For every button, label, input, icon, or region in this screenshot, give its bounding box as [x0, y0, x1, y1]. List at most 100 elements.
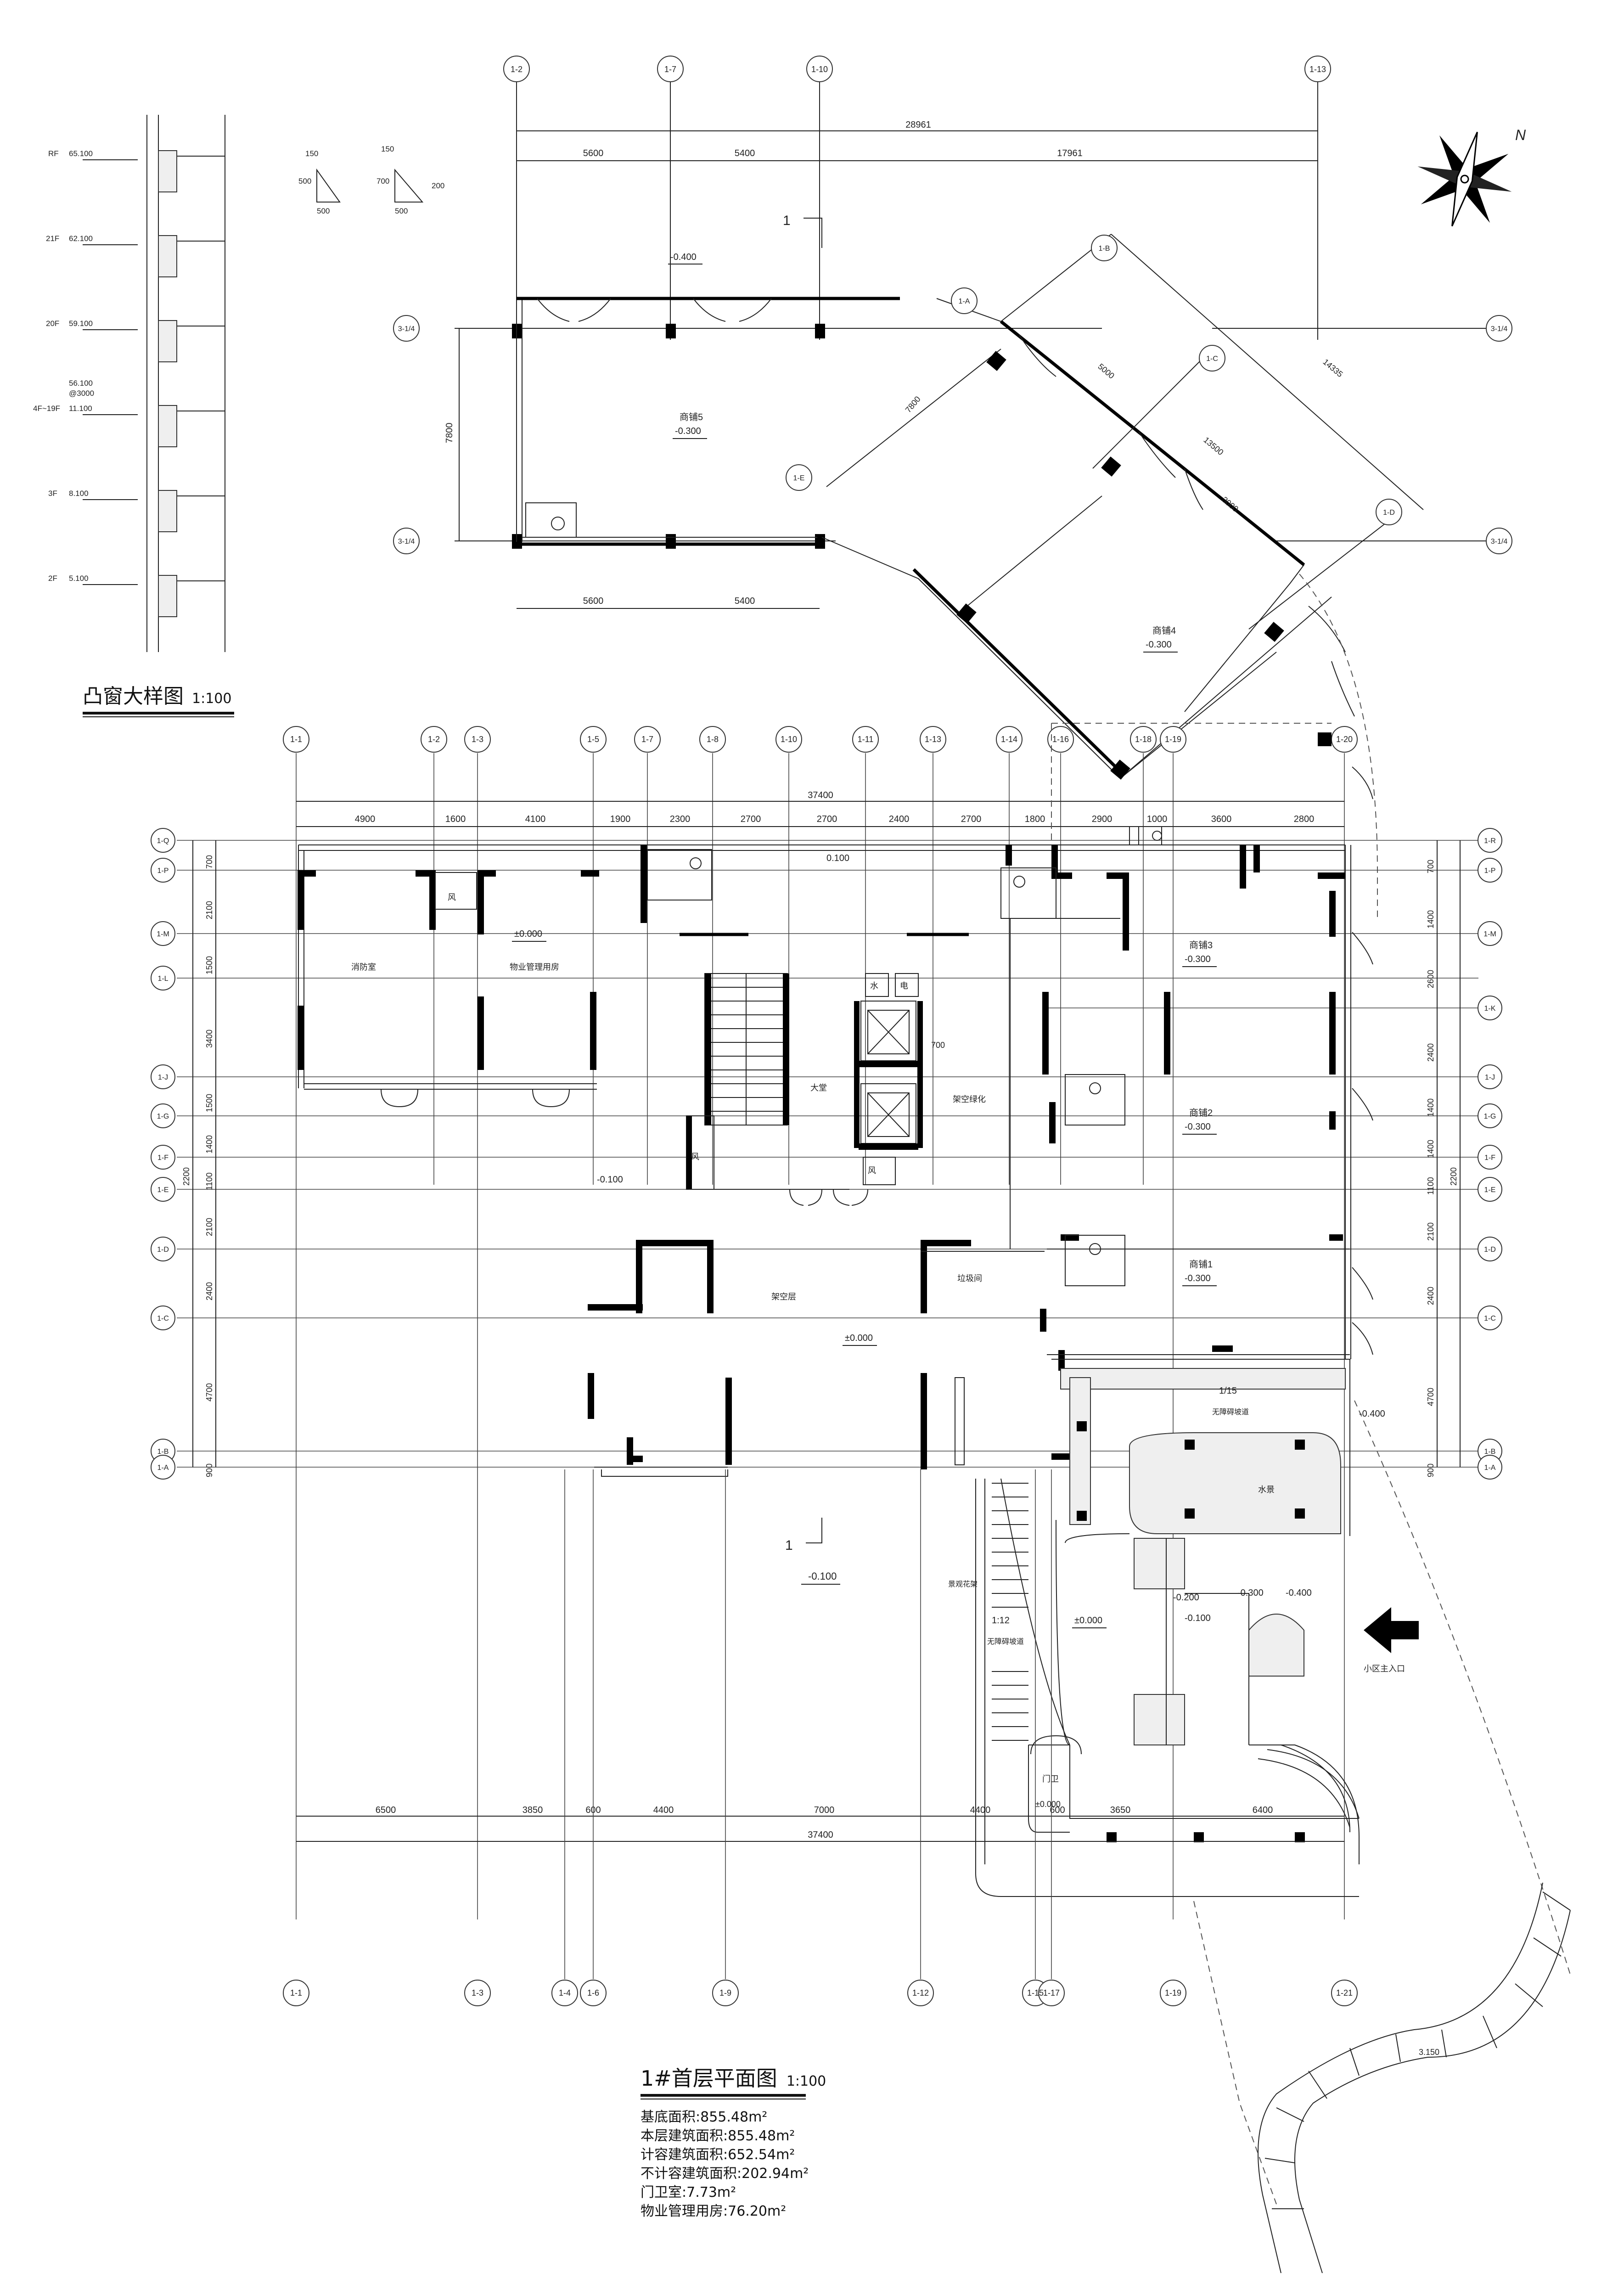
room-property: 物业管理用房: [510, 962, 559, 972]
svg-text:1-7: 1-7: [641, 735, 653, 744]
svg-text:1-4: 1-4: [559, 1988, 571, 1998]
svg-text:1-10: 1-10: [811, 65, 828, 74]
north-arrow-icon: [1417, 131, 1512, 227]
plan-title-underline: [641, 2094, 806, 2097]
detail-floor-20f: 20F: [46, 319, 59, 328]
svg-text:1100: 1100: [1426, 1177, 1435, 1195]
svg-text:6500: 6500: [376, 1805, 396, 1815]
level-c: -0.400: [1286, 1588, 1312, 1598]
level-top-corr: 0.100: [826, 853, 849, 863]
svg-text:2800: 2800: [1294, 814, 1315, 824]
svg-text:4400: 4400: [970, 1805, 991, 1815]
svg-text:7800: 7800: [904, 394, 922, 415]
stat-far-area: 计容建筑面积:652.54m²: [641, 2147, 795, 2163]
room-elec: 电: [900, 981, 908, 990]
stat-guard-room: 门卫室:7.73m²: [641, 2184, 736, 2200]
svg-text:3600: 3600: [1211, 814, 1232, 824]
room-hall: 大堂: [810, 1083, 827, 1092]
svg-text:1500: 1500: [205, 1094, 214, 1112]
room-property-level: ±0.000: [514, 929, 542, 939]
svg-text:5600: 5600: [583, 148, 604, 158]
svg-text:2300: 2300: [670, 814, 691, 824]
svg-text:1-E: 1-E: [157, 1186, 169, 1194]
svg-text:2200: 2200: [1449, 1167, 1458, 1186]
room-shop2: 商铺2: [1189, 1108, 1213, 1118]
level-d: -0.100: [1185, 1613, 1211, 1623]
detail-elev-4f19f: 11.100: [69, 404, 92, 413]
detail-elev-interval: @3000: [69, 389, 94, 398]
ramp2-slope: 1:12: [992, 1615, 1010, 1626]
svg-text:2700: 2700: [961, 814, 982, 824]
svg-text:1-2: 1-2: [428, 735, 440, 744]
svg-text:2100: 2100: [205, 901, 214, 919]
svg-text:1-F: 1-F: [157, 1154, 169, 1162]
room-water: 水: [870, 981, 878, 990]
stat-floor-area: 本层建筑面积:855.48m²: [641, 2128, 795, 2144]
svg-text:1-19: 1-19: [1165, 735, 1181, 744]
svg-text:1-3: 1-3: [472, 735, 483, 744]
svg-text:1-2: 1-2: [511, 65, 523, 74]
svg-text:500: 500: [317, 207, 330, 215]
svg-text:150: 150: [305, 149, 318, 158]
detail-title-underline-thin: [83, 716, 234, 717]
svg-text:2700: 2700: [817, 814, 837, 824]
svg-text:1-C: 1-C: [157, 1315, 169, 1322]
plan-scale: 1:100: [786, 2073, 826, 2089]
level-b: -0.300: [1237, 1588, 1264, 1598]
room-guard-level: ±0.000: [1035, 1800, 1061, 1809]
svg-text:1-L: 1-L: [157, 975, 168, 983]
svg-text:14335: 14335: [1321, 357, 1344, 379]
svg-text:1-6: 1-6: [587, 1988, 599, 1998]
svg-text:1600: 1600: [445, 814, 466, 824]
svg-text:700: 700: [1426, 860, 1435, 873]
svg-text:1-P: 1-P: [157, 867, 169, 875]
svg-text:1900: 1900: [610, 814, 631, 824]
svg-text:3400: 3400: [205, 1030, 214, 1048]
svg-text:1-1: 1-1: [290, 1988, 302, 1998]
detail-elev-2f: 5.100: [69, 574, 89, 583]
detail-scale: 1:100: [192, 691, 232, 707]
room-wind-3: 风: [868, 1166, 876, 1175]
svg-text:4400: 4400: [653, 1805, 674, 1815]
svg-text:1-11: 1-11: [858, 735, 874, 744]
room-wind-2: 风: [691, 1152, 699, 1161]
svg-text:1-15: 1-15: [1027, 1988, 1044, 1998]
svg-text:2600: 2600: [1426, 970, 1435, 988]
svg-text:1-Q: 1-Q: [157, 837, 169, 845]
svg-text:1-B: 1-B: [1484, 1448, 1496, 1456]
svg-text:900: 900: [1426, 1463, 1435, 1477]
room-shop4-level: -0.300: [1146, 640, 1172, 650]
svg-text:4700: 4700: [1426, 1388, 1435, 1406]
svg-text:5600: 5600: [583, 596, 604, 606]
detail-level-marks: [83, 159, 138, 585]
svg-text:1-20: 1-20: [1336, 735, 1353, 744]
svg-text:4900: 4900: [355, 814, 376, 824]
svg-text:1800: 1800: [1025, 814, 1045, 824]
svg-text:4100: 4100: [525, 814, 546, 824]
upper-level-top: -0.400: [670, 252, 697, 262]
svg-text:1-16: 1-16: [1052, 735, 1069, 744]
ramp1-slope: 1/15: [1219, 1386, 1237, 1396]
detail-elev-rf: 65.100: [69, 149, 93, 158]
svg-text:1-5: 1-5: [587, 735, 599, 744]
svg-text:1-J: 1-J: [1485, 1074, 1495, 1081]
svg-text:1-21: 1-21: [1336, 1988, 1353, 1998]
svg-text:6400: 6400: [1253, 1805, 1273, 1815]
stat-base-area: 基底面积:855.48m²: [641, 2109, 768, 2125]
level-outside: -0.100: [808, 1570, 837, 1582]
svg-text:1-17: 1-17: [1043, 1988, 1060, 1998]
detail-floor-3f: 3F: [48, 489, 57, 498]
svg-text:1-E: 1-E: [793, 474, 805, 482]
svg-text:1-E: 1-E: [1484, 1186, 1496, 1194]
svg-text:1-A: 1-A: [157, 1464, 169, 1472]
svg-text:1400: 1400: [1426, 1140, 1435, 1158]
svg-text:1-19: 1-19: [1165, 1988, 1181, 1998]
svg-text:1-10: 1-10: [781, 735, 797, 744]
svg-text:1-13: 1-13: [1309, 65, 1326, 74]
pool-label: 水景: [1258, 1485, 1275, 1494]
detail-floor-rf: RF: [48, 149, 59, 158]
svg-text:1-B: 1-B: [157, 1448, 169, 1456]
svg-text:150: 150: [381, 145, 394, 153]
